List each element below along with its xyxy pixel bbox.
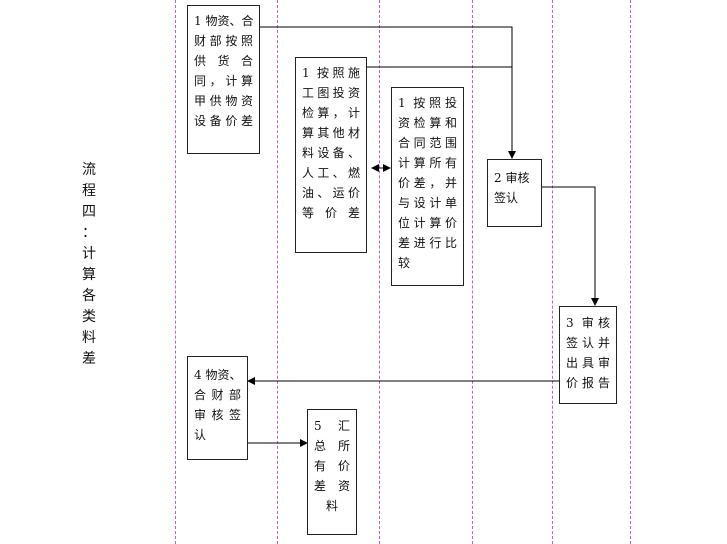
box-line: 甲供物资 — [194, 94, 253, 108]
box-line: 资检算和 — [398, 116, 457, 130]
box-line: 价报告 — [566, 376, 610, 390]
box-line: 差 资 — [314, 479, 350, 493]
box-compare-price-diff: 1 按照投 资检算和 合同范围 计算所有 价差，并 与设计单 位计算价 差进行比… — [391, 87, 464, 286]
box-audit-report: 3 审核 签认并 出具审 价报告 — [559, 306, 617, 404]
title-char: 料 — [82, 330, 96, 346]
connector-b1-to-b4 — [259, 26, 516, 159]
lane-divider — [379, 0, 380, 544]
box-review-sign: 2 审核 签认 — [487, 159, 542, 227]
box-line: 计算所有 — [398, 156, 457, 170]
box-line: 较 — [398, 256, 411, 270]
box-line: 有 价 — [314, 459, 350, 473]
box-line: 同，计算 — [194, 74, 253, 88]
box-line: 4 物资、 — [194, 368, 242, 382]
box-line: 2 审核 — [494, 171, 530, 185]
process-title: 流 程 四 ： 计 算 各 类 料 差 — [78, 160, 100, 370]
lane-divider — [277, 0, 278, 544]
title-char: 各 — [82, 288, 96, 304]
box-line: 与设计单 — [398, 196, 457, 210]
box-line: 认 — [194, 428, 207, 442]
box-line: 人工、燃 — [302, 166, 360, 180]
box-line: 工图投资 — [302, 86, 360, 100]
box-line: 检算，计 — [302, 106, 360, 120]
title-char: ： — [82, 225, 96, 241]
box-material-price-diff: 1 物资、合 财部按照 供 货 合 同，计算 甲供物资 设备价差 — [187, 5, 260, 154]
box-line: 出具审 — [566, 356, 610, 370]
lane-divider — [552, 0, 553, 544]
box-line: 位计算价 — [398, 216, 457, 230]
box-line: 价差，并 — [398, 176, 457, 190]
box-summary-data: 5 汇 总 所 有 价 差 资 料 — [307, 409, 357, 535]
box-line: 合财部 — [194, 388, 241, 402]
box-line: 油、运价 — [302, 186, 360, 200]
title-char: 类 — [82, 309, 96, 325]
box-line: 1 按照投 — [398, 96, 457, 110]
connector-b4-to-b5 — [541, 186, 599, 306]
box-line: 算其他材 — [302, 126, 360, 140]
title-char: 程 — [82, 183, 96, 199]
box-line: 差进行比 — [398, 236, 457, 250]
box-line: 3 审核 — [566, 316, 610, 330]
box-line: 合同范围 — [398, 136, 457, 150]
box-line: 等价差 — [302, 206, 360, 220]
box-line: 供 货 合 — [194, 54, 253, 68]
title-char: 差 — [82, 351, 96, 367]
box-line: 料 — [325, 499, 338, 513]
lane-divider — [472, 0, 473, 544]
box-line: 财部按照 — [194, 34, 253, 48]
box-line: 签认并 — [566, 336, 610, 350]
box-other-price-diff: 1 按照施 工图投资 检算，计 算其他材 料设备、 人工、燃 油、运价 等价差 — [295, 57, 367, 253]
lane-divider — [175, 0, 176, 544]
title-char: 计 — [82, 246, 96, 262]
title-char: 流 — [82, 162, 96, 178]
lane-divider — [630, 0, 631, 544]
box-line: 设备价差 — [194, 114, 253, 128]
title-char: 算 — [82, 267, 96, 283]
title-char: 四 — [82, 204, 96, 220]
box-line: 1 按照施 — [302, 66, 360, 80]
box-line: 1 物资、合 — [194, 14, 254, 28]
box-line: 总 所 — [314, 439, 350, 453]
box-line: 料设备、 — [302, 146, 360, 160]
box-line: 签认 — [494, 191, 519, 205]
box-line: 审核签 — [194, 408, 241, 422]
box-line: 5 汇 — [314, 419, 350, 433]
box-finance-review: 4 物资、 合财部 审核签 认 — [187, 356, 248, 460]
